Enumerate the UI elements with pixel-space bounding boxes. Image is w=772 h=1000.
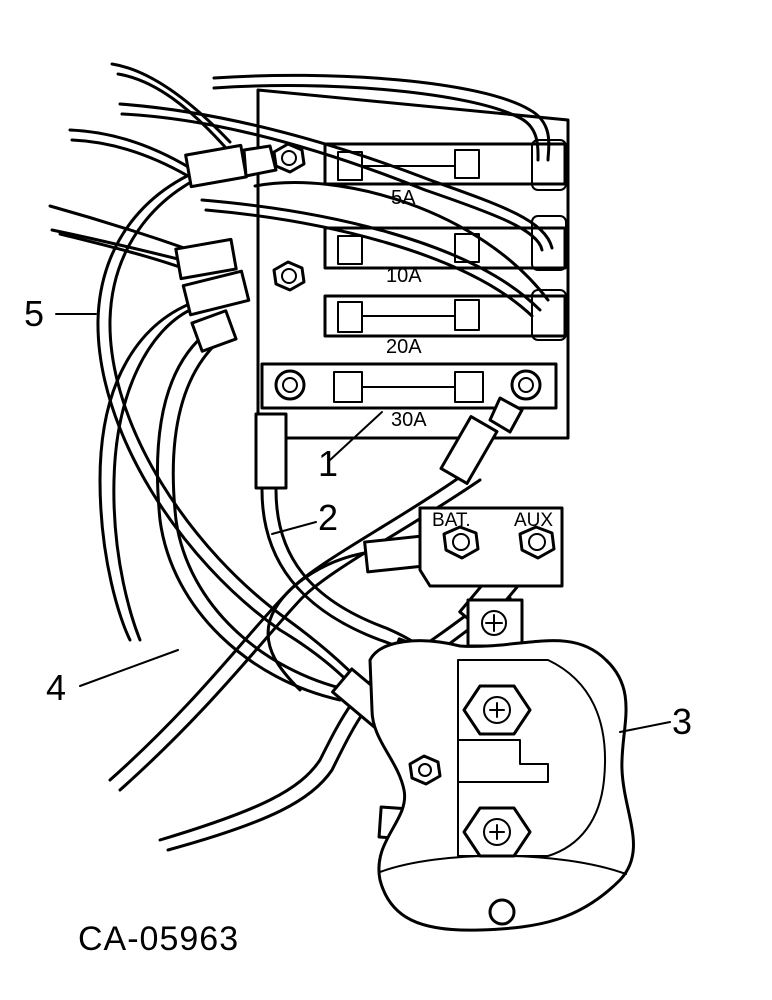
connector bbox=[184, 143, 248, 189]
relay-stud-lower bbox=[462, 806, 532, 858]
mounting-hole bbox=[488, 898, 516, 926]
relay-solenoid bbox=[368, 639, 635, 932]
svg-text:5: 5 bbox=[24, 293, 44, 334]
fuse-30a-right-screw bbox=[510, 369, 542, 401]
fuse-20a bbox=[323, 289, 567, 341]
fuse-label-20a: 20A bbox=[386, 336, 422, 358]
relay-stud-upper bbox=[462, 684, 532, 736]
svg-text:3: 3 bbox=[672, 701, 692, 742]
callout-4: 4 bbox=[46, 649, 179, 708]
relay-small-terminal bbox=[408, 754, 442, 786]
callout-2: 2 bbox=[271, 497, 338, 538]
drawing-code: CA-05963 bbox=[78, 920, 239, 958]
connector bbox=[181, 269, 251, 317]
fuse-panel: 5A 10A 20A 30A bbox=[256, 88, 570, 440]
callout-3: 3 bbox=[619, 701, 692, 742]
svg-text:4: 4 bbox=[46, 667, 66, 708]
callouts: 1 2 3 4 5 bbox=[24, 293, 692, 742]
callout-1: 1 bbox=[318, 411, 383, 484]
fuse-label-30a: 30A bbox=[391, 409, 427, 431]
fuse-10a bbox=[323, 215, 567, 271]
connector bbox=[174, 237, 238, 281]
svg-text:1: 1 bbox=[318, 443, 338, 484]
aux-terminal bbox=[518, 525, 556, 560]
aux-label: AUX bbox=[514, 510, 553, 531]
connector bbox=[254, 412, 288, 490]
bat-label: BAT. bbox=[432, 510, 471, 531]
fuse-30a-left-screw bbox=[274, 369, 306, 401]
callout-5: 5 bbox=[24, 293, 97, 334]
connector bbox=[190, 309, 238, 353]
terminal-block: BAT. AUX bbox=[418, 506, 564, 648]
connector bbox=[439, 415, 499, 485]
svg-text:2: 2 bbox=[318, 497, 338, 538]
fuse-label-10a: 10A bbox=[386, 265, 422, 287]
bat-terminal bbox=[442, 525, 480, 560]
panel-screw-middle bbox=[272, 260, 306, 292]
panel-screw-upper bbox=[272, 142, 306, 174]
fuse-30a bbox=[260, 362, 558, 410]
